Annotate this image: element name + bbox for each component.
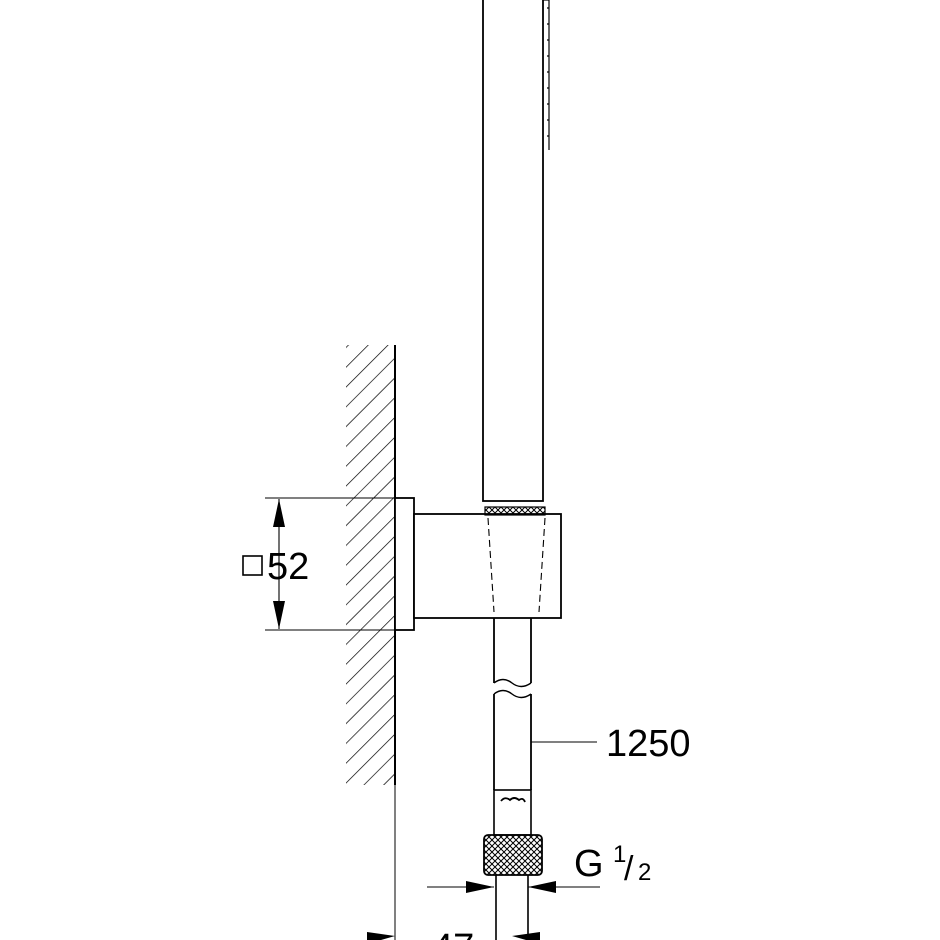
dimension-thread xyxy=(427,881,600,893)
thread-label-numerator: 1 xyxy=(613,841,626,868)
square-symbol xyxy=(242,555,263,576)
connector-thread xyxy=(495,875,529,940)
rosette-size-label: 52 xyxy=(267,546,309,588)
thread-label-denominator: 2 xyxy=(638,859,651,886)
hand-shower xyxy=(482,0,550,502)
wall-holder xyxy=(394,497,562,631)
connector-sleeve xyxy=(493,789,532,836)
spray-nozzles xyxy=(547,7,549,137)
thread-label-g: G xyxy=(574,843,604,885)
thread-label-slash: / xyxy=(624,850,634,888)
wall-hatching xyxy=(346,345,394,785)
offset-label: 47 xyxy=(432,927,474,940)
holder-cone-hidden-lines xyxy=(487,517,546,613)
holder-ring xyxy=(484,506,546,516)
wall xyxy=(346,345,396,940)
dimension-rosette-size xyxy=(242,497,395,631)
hose-break-upper xyxy=(493,678,532,688)
thread-arrow-right xyxy=(528,881,556,893)
dimension-offset xyxy=(367,932,540,940)
connector-knurled-nut xyxy=(483,834,543,876)
holder-rosette xyxy=(394,497,415,631)
brand-logo-mark xyxy=(500,797,526,803)
shower-hose xyxy=(493,618,532,790)
hand-shower-body xyxy=(482,0,544,502)
hose-break-lower xyxy=(493,689,532,699)
arrow-down xyxy=(273,601,285,629)
offset-arrow-right xyxy=(512,932,540,940)
offset-arrow-left xyxy=(367,932,395,940)
thread-arrow-left xyxy=(466,881,494,893)
holder-body xyxy=(413,513,562,619)
arrow-up xyxy=(273,499,285,527)
hose-connector xyxy=(483,789,543,940)
hose-length-label: 1250 xyxy=(606,723,691,765)
